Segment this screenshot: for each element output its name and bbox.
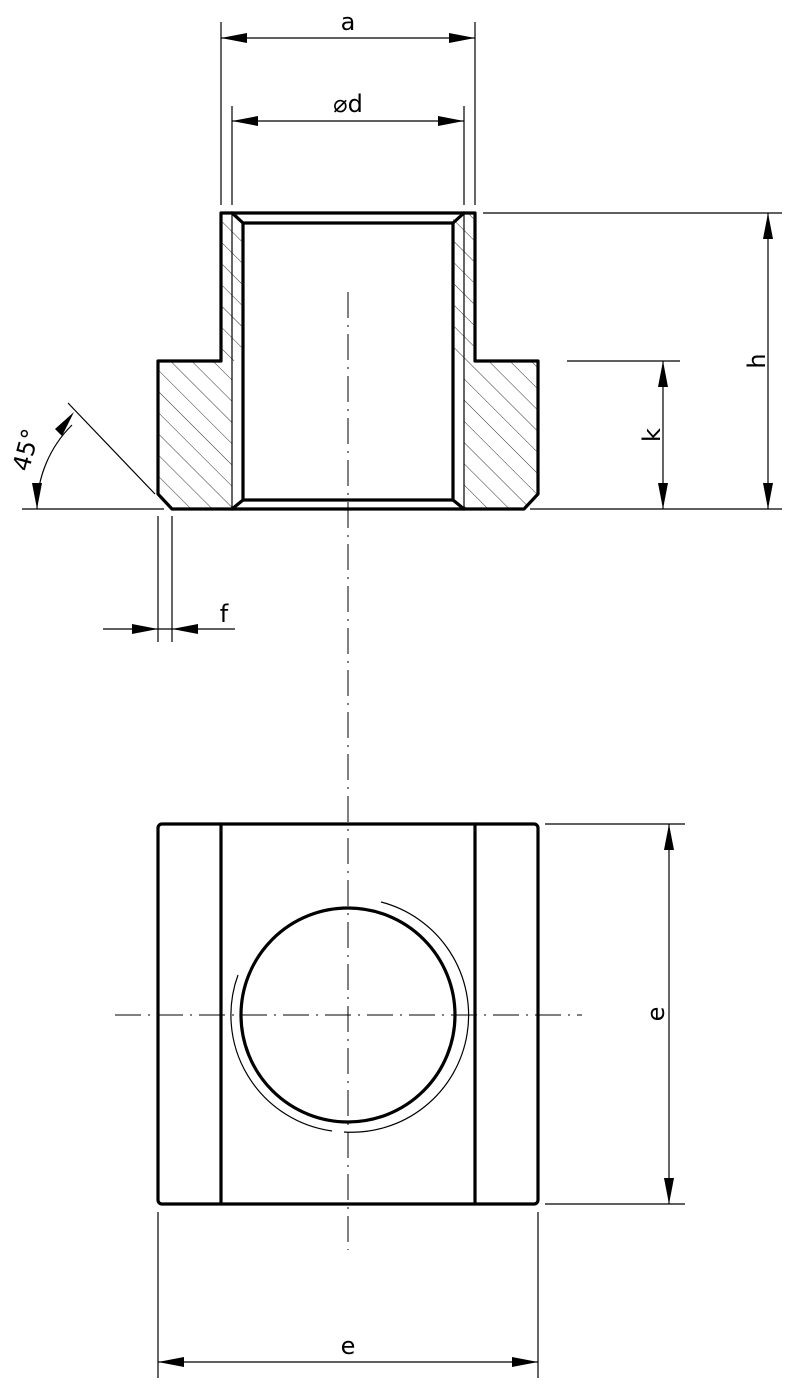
- dimension-k: k: [567, 360, 680, 509]
- dimension-label-angle: 45°: [7, 426, 45, 474]
- dimension-label-d: ⌀d: [333, 90, 363, 118]
- plan-outline: [156, 822, 540, 1206]
- dimension-a: a: [220, 8, 476, 205]
- dimension-f: f: [103, 516, 235, 642]
- dimension-label-e-vertical: e: [642, 1007, 670, 1022]
- section-outline: [156, 211, 540, 511]
- bore-chamfers: [230, 211, 466, 511]
- dimension-label-h: h: [743, 353, 771, 368]
- dimension-h: h: [483, 212, 782, 510]
- dimension-label-a: a: [341, 8, 356, 36]
- dimension-label-f: f: [220, 600, 229, 628]
- dimension-e-vertical: e: [545, 823, 685, 1205]
- dimension-label-k: k: [638, 428, 666, 442]
- plan-view: [115, 822, 582, 1206]
- plan-thread-arc-lower: [230, 974, 333, 1132]
- plan-thread-arc-upper: [343, 901, 470, 1133]
- dimension-d: ⌀d: [231, 90, 465, 205]
- dimension-e-horizontal: e: [157, 1212, 539, 1378]
- bore-outline: [241, 221, 455, 502]
- section-view: [156, 211, 540, 1250]
- section-hatching: [158, 213, 538, 509]
- dimension-label-e-horizontal: e: [341, 1332, 356, 1360]
- dimension-angle: 45°: [7, 402, 164, 510]
